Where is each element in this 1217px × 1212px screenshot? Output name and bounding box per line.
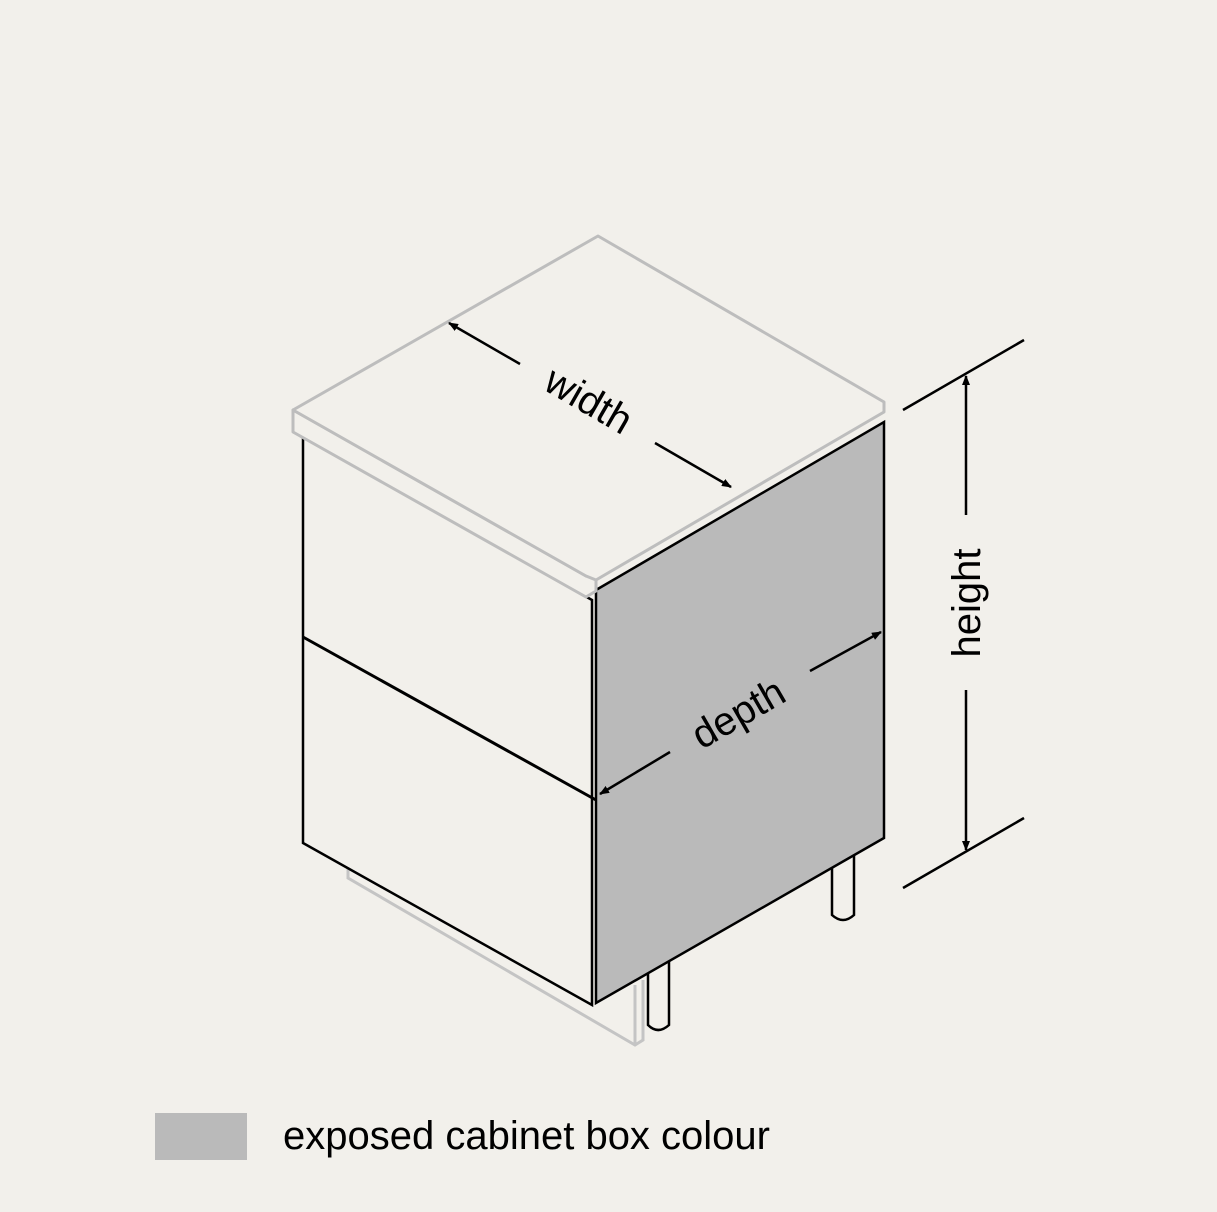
plinth-outline [346,868,645,1047]
legend-swatch [155,1113,247,1160]
drawer-divider [302,635,597,802]
depth-dimension [599,630,882,796]
countertop [291,234,886,599]
legend: exposed cabinet box colour [155,1113,770,1160]
legend-text: exposed cabinet box colour [283,1114,770,1158]
width-dimension [448,321,732,489]
exposed-side-panel [594,419,886,1006]
cabinet-legs [646,850,856,1032]
height-dimension [902,338,1025,890]
height-label: height [945,549,989,658]
